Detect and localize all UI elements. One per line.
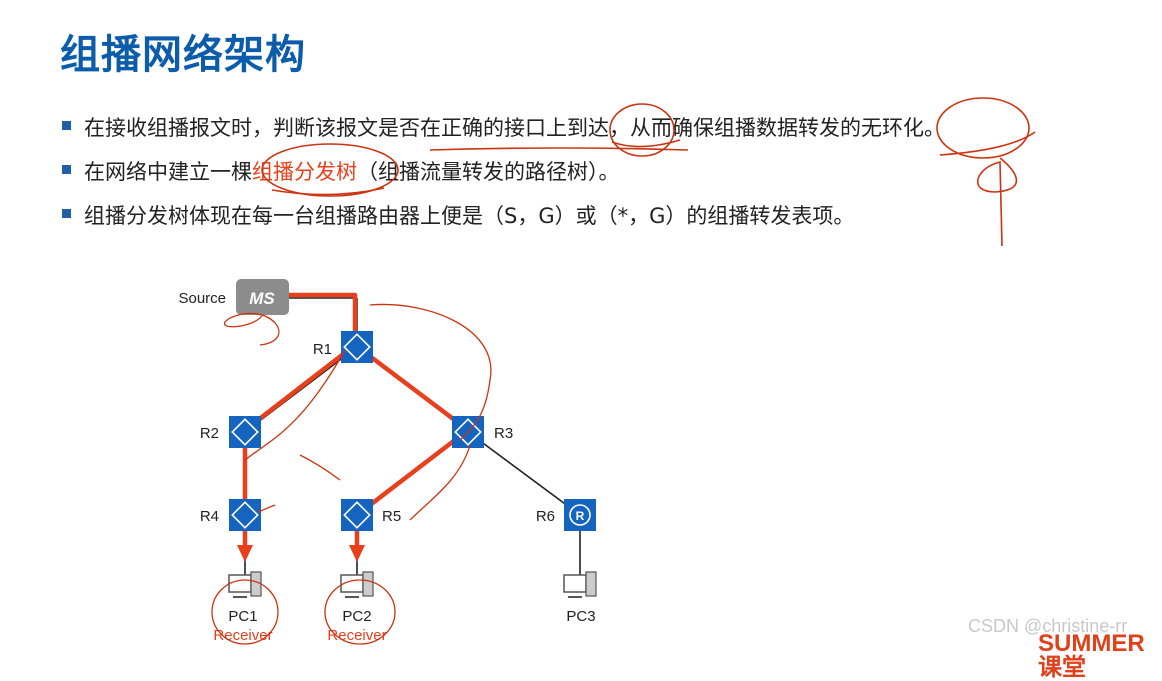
router-r2: R2 — [200, 416, 261, 448]
link-r3-r6 — [467, 431, 581, 516]
annotation-mark — [257, 504, 276, 513]
pc-monitor-icon — [228, 574, 252, 593]
bullet-text-tail: （组播流量转发的路径树）。 — [357, 160, 620, 184]
annotation-arc — [244, 349, 346, 461]
pc-tower-icon — [362, 571, 374, 597]
annotation-circle — [324, 579, 396, 645]
arrowhead-icon — [237, 545, 253, 562]
pc-tower-icon — [250, 571, 262, 597]
pc-label: PC2 — [342, 608, 371, 625]
annotation-underline — [611, 139, 681, 148]
router-label: R4 — [200, 508, 219, 525]
bullet-text: 在网络中建立一棵 — [84, 160, 252, 184]
annotation-circle — [609, 103, 675, 157]
annotation-underline — [939, 131, 1036, 156]
bullet-text: 在接收组播报文时，判断该报文是否在正确的接口上到达，从而确保组播数据转发的无环化… — [84, 116, 945, 140]
pc-monitor-icon — [563, 574, 587, 593]
diagram-annotations — [211, 303, 492, 645]
annotation-scribble — [223, 312, 280, 346]
annotation-underline — [429, 147, 689, 151]
ms-box — [236, 279, 289, 315]
pc1: PC1 Receiver — [213, 571, 273, 644]
annotation-underline — [271, 187, 385, 196]
bullet-text: 组播分发树体现在每一台组播路由器上便是（S，G）或（*，G）的组播转发表项。 — [84, 204, 855, 228]
bullet-square-icon — [62, 209, 71, 218]
annotation-mark — [299, 454, 341, 481]
ms-badge: MS — [249, 289, 275, 308]
arrowhead-icon — [349, 545, 365, 562]
svg-text:R: R — [576, 509, 585, 523]
router-label: R6 — [536, 508, 555, 525]
router-label: R5 — [382, 508, 401, 525]
annotation-arc — [369, 303, 492, 441]
annotation-circle — [211, 579, 279, 645]
bullet-square-icon — [62, 165, 71, 174]
router-r6: R R6 — [536, 499, 596, 531]
source-label: Source — [178, 290, 226, 307]
router-r5: R5 — [341, 499, 401, 531]
network-links — [244, 297, 581, 578]
tree-arrowheads — [237, 545, 365, 562]
pc-label: PC3 — [566, 608, 595, 625]
pc-tower-icon — [585, 571, 597, 597]
brand-logo: SUMMER课堂 — [1038, 630, 1145, 681]
tree-path-to-pc1 — [242, 292, 358, 545]
handwritten-annotations — [261, 97, 1036, 247]
router-icon — [229, 416, 261, 448]
router-label: R1 — [313, 341, 332, 358]
page-title: 组播网络架构 — [60, 32, 306, 78]
annotation-arc — [409, 444, 471, 521]
router-icon — [229, 499, 261, 531]
watermark: CSDN @christine-rr — [968, 616, 1128, 636]
pc3: PC3 — [563, 571, 597, 625]
router-icon — [341, 331, 373, 363]
router-label: R2 — [200, 425, 219, 442]
router-r1: R1 — [313, 331, 373, 363]
router-label: R3 — [494, 425, 513, 442]
router-r3: R3 — [452, 416, 513, 448]
bullet-square-icon — [62, 121, 71, 130]
router-icon — [341, 499, 373, 531]
source-server: MS Source — [178, 279, 289, 315]
pc-label: PC1 — [228, 608, 257, 625]
highlight-term: 组播分发树 — [252, 160, 357, 184]
annotation-arrow — [976, 157, 1018, 247]
pc2: PC2 Receiver — [327, 571, 387, 644]
annotation-circle — [936, 97, 1030, 159]
annotation-circle — [261, 143, 399, 197]
router-r4: R4 — [200, 499, 261, 531]
multicast-topology-diagram: MS Source R1 R2 R3 R4 R5 R R6 PC1 R — [178, 97, 1036, 645]
